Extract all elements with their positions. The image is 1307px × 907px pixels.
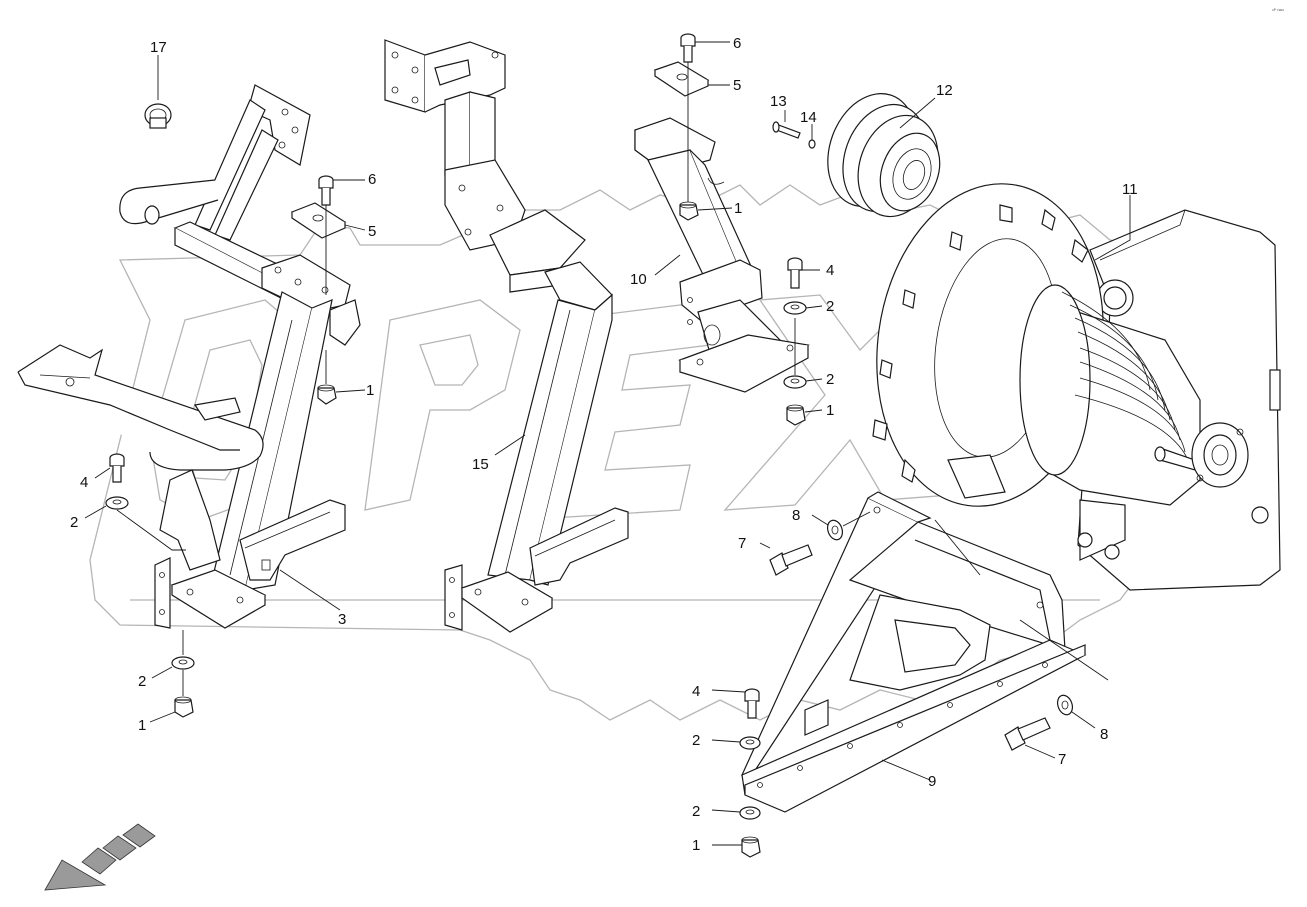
washer-2-lower-a xyxy=(711,736,761,750)
base-frame-part-9 xyxy=(741,491,1109,813)
corner-mark: ᵒᴾ ʳᵉᵉˢ xyxy=(1272,8,1284,14)
washer-2-lower-b xyxy=(711,806,761,820)
nut-1-left xyxy=(317,350,366,405)
callout-9: 9 xyxy=(928,773,936,790)
nut-1-left-b xyxy=(149,670,194,723)
callout-3: 3 xyxy=(338,611,346,628)
bolt-7-lower xyxy=(1004,717,1056,759)
callout-7: 7 xyxy=(738,535,746,552)
callout-1: 1 xyxy=(692,837,700,854)
left-frame-part-3 xyxy=(17,84,361,629)
callout-2: 2 xyxy=(138,673,146,690)
callout-2: 2 xyxy=(826,371,834,388)
bolt-4-right xyxy=(787,257,820,289)
clamp-part-17 xyxy=(144,55,172,129)
washer-plate-5-left xyxy=(290,202,366,295)
washer-2-left-a xyxy=(84,496,186,551)
callout-6: 6 xyxy=(733,35,741,52)
callout-6: 6 xyxy=(368,171,376,188)
screw-part-13 xyxy=(772,121,801,139)
callout-5: 5 xyxy=(368,223,376,240)
callout-5: 5 xyxy=(733,77,741,94)
callout-1: 1 xyxy=(826,402,834,419)
callout-14: 14 xyxy=(800,109,817,126)
washer-8-lower xyxy=(1056,694,1096,729)
callout-8: 8 xyxy=(792,507,800,524)
nut-1-right-top xyxy=(679,201,733,221)
callout-4: 4 xyxy=(826,262,834,279)
callout-11: 11 xyxy=(1122,181,1138,198)
callout-12: 12 xyxy=(936,82,953,99)
leader-3 xyxy=(279,569,341,611)
column-part-15 xyxy=(384,39,629,633)
leader-12 xyxy=(899,97,936,129)
washer-2-right-a xyxy=(783,301,823,315)
callout-15: 15 xyxy=(472,456,489,473)
nut-1-right-b xyxy=(786,404,823,426)
callout-13: 13 xyxy=(770,93,787,110)
direction-arrow-icon xyxy=(44,823,156,891)
callout-2: 2 xyxy=(692,803,700,820)
bolt-6-right xyxy=(680,33,730,63)
washer-plate-5-right xyxy=(653,61,730,202)
callout-2: 2 xyxy=(692,732,700,749)
callout-4: 4 xyxy=(80,474,88,491)
gear-housing-part-11 xyxy=(872,183,1281,591)
washer-2-right-b xyxy=(783,318,823,389)
callout-10: 10 xyxy=(630,271,647,288)
nut-part-14 xyxy=(808,139,816,149)
callout-17: 17 xyxy=(150,39,167,56)
washer-2-left-b xyxy=(151,630,195,679)
leader-15 xyxy=(494,434,526,456)
callout-1: 1 xyxy=(734,200,742,217)
callout-labels: 17 6 5 1 4 2 3 2 1 15 6 5 1 10 4 2 2 1 1… xyxy=(70,35,1138,854)
callout-7: 7 xyxy=(1058,751,1066,768)
leader-10 xyxy=(654,254,681,276)
callout-8: 8 xyxy=(1100,726,1108,743)
callout-1: 1 xyxy=(138,717,146,734)
bolt-7-upper xyxy=(759,542,813,576)
callout-2: 2 xyxy=(826,298,834,315)
bolt-4-lower xyxy=(711,688,760,719)
callout-2: 2 xyxy=(70,514,78,531)
bolt-4-left xyxy=(94,453,125,483)
callout-4: 4 xyxy=(692,683,700,700)
callout-1: 1 xyxy=(366,382,374,399)
pulley-part-12 xyxy=(827,93,941,218)
nut-1-lower xyxy=(712,836,761,858)
bolt-6-left xyxy=(318,175,365,206)
washer-8-upper xyxy=(811,511,871,541)
